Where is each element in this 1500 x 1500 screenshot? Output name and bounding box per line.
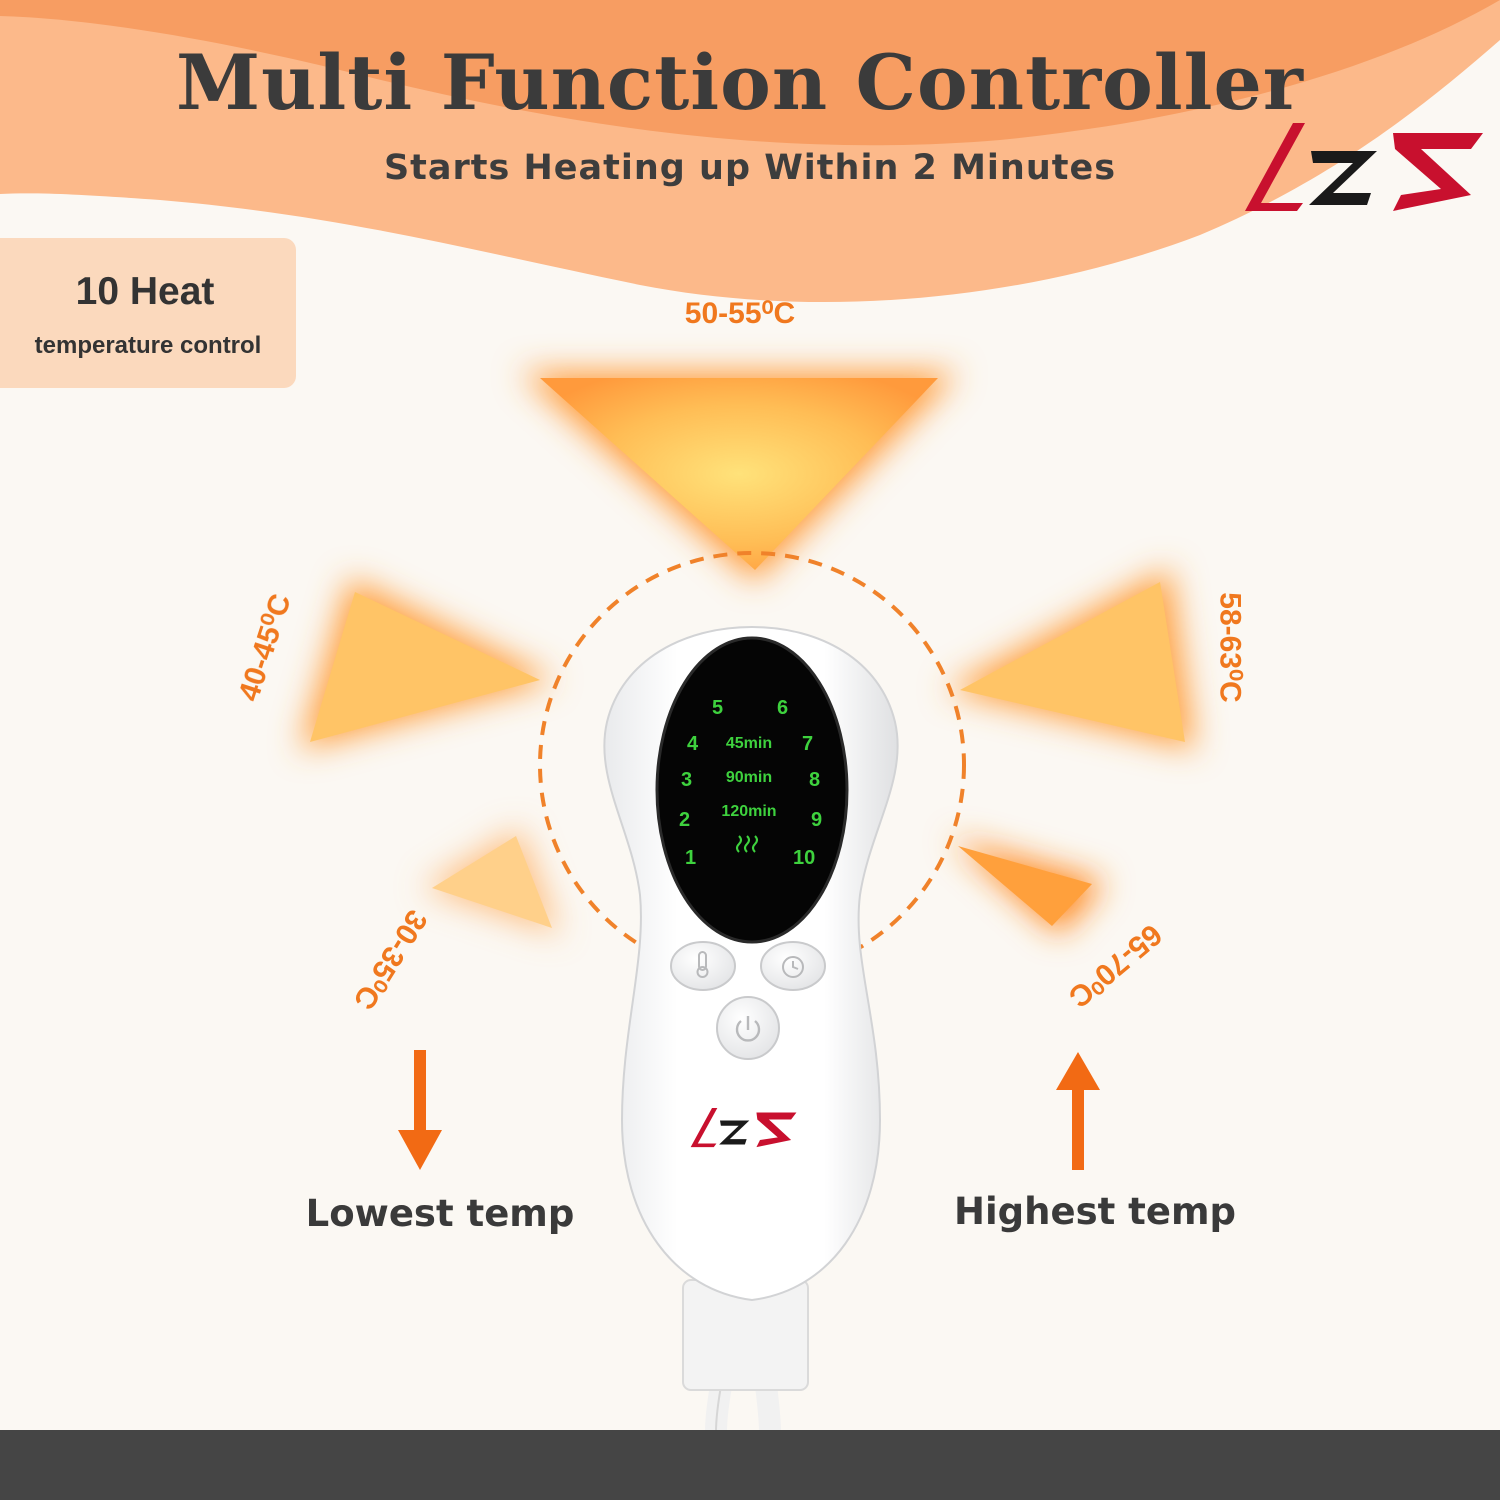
timer-45: 45min bbox=[726, 735, 772, 752]
level-6: 6 bbox=[777, 697, 788, 719]
level-8: 8 bbox=[809, 769, 820, 791]
power-icon bbox=[735, 1016, 761, 1042]
feature-badge-title: 10 Heat bbox=[75, 270, 215, 313]
power-button[interactable] bbox=[716, 996, 780, 1060]
lcd-display: 1 2 3 4 5 6 7 8 9 10 45min 90min 120min bbox=[679, 697, 822, 869]
level-4: 4 bbox=[687, 733, 699, 755]
level-1: 1 bbox=[685, 847, 696, 869]
lowest-temp-caption: Lowest temp bbox=[305, 1192, 575, 1235]
dashed-ring bbox=[538, 551, 966, 979]
timer-90: 90min bbox=[726, 769, 772, 786]
up-arrow bbox=[1056, 1052, 1100, 1170]
controller-logo bbox=[690, 1108, 797, 1148]
level-10: 10 bbox=[793, 847, 815, 869]
thermometer-button[interactable] bbox=[670, 941, 736, 991]
timer-120: 120min bbox=[721, 803, 776, 820]
page-title: Multi Function Controller bbox=[176, 38, 1304, 127]
header-logo bbox=[1245, 123, 1483, 211]
down-arrow bbox=[398, 1050, 442, 1170]
azs-logo bbox=[1245, 123, 1483, 211]
temp-label-top: 50-55⁰C bbox=[684, 297, 796, 330]
timer-icon bbox=[782, 956, 804, 978]
orange-wave-dark bbox=[0, 0, 1500, 146]
temp-label-right: 58-63⁰C bbox=[1213, 592, 1247, 703]
azs-logo bbox=[690, 1108, 797, 1148]
footer-bar bbox=[0, 1430, 1500, 1500]
heat-waves-icon bbox=[736, 835, 758, 853]
feature-badge-subtitle: temperature control bbox=[34, 332, 262, 359]
highest-temp-caption: Highest temp bbox=[954, 1190, 1236, 1233]
thermometer-icon bbox=[696, 951, 709, 978]
level-7: 7 bbox=[802, 733, 813, 755]
heat-rays-core bbox=[310, 378, 1185, 928]
page-subtitle: Starts Heating up Within 2 Minutes bbox=[383, 148, 1117, 188]
level-3: 3 bbox=[681, 769, 692, 791]
level-9: 9 bbox=[811, 809, 822, 831]
controller-screen bbox=[657, 638, 847, 942]
timer-button[interactable] bbox=[760, 941, 826, 991]
controller-cable bbox=[682, 1279, 809, 1433]
level-5: 5 bbox=[712, 697, 723, 719]
controller-buttons bbox=[670, 941, 826, 1060]
feature-badge bbox=[0, 238, 296, 388]
level-2: 2 bbox=[679, 809, 690, 831]
